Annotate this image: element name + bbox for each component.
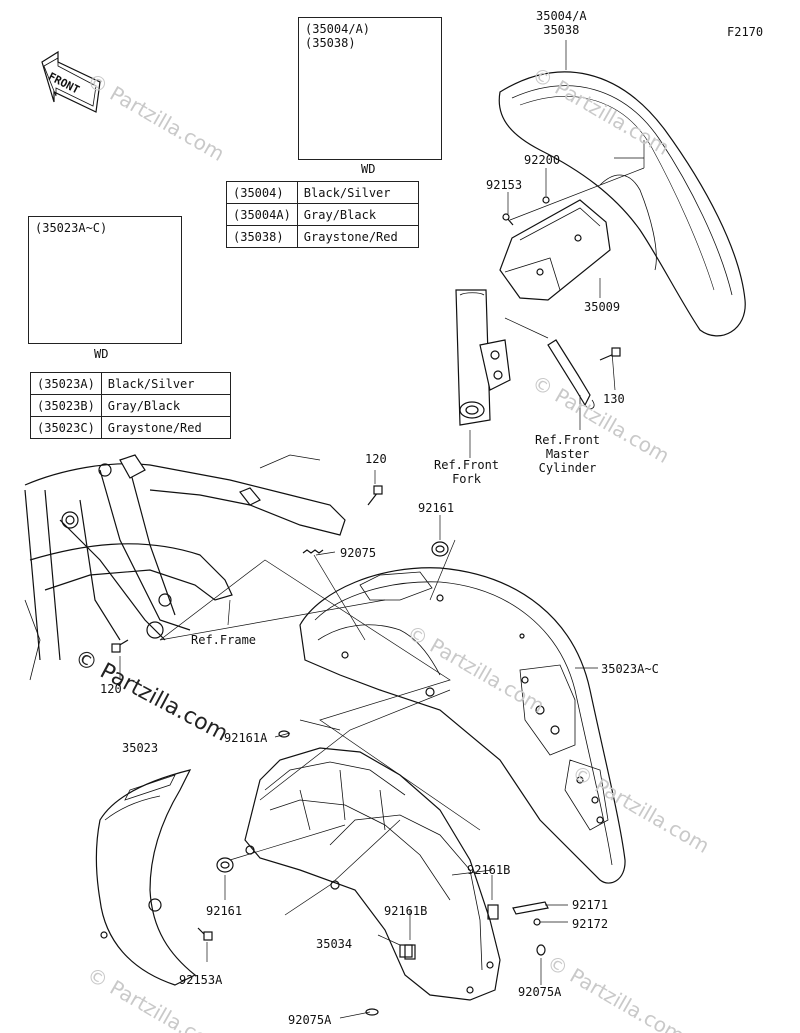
table-row: (35038) Graystone/Red: [226, 225, 419, 248]
table-row: (35023B) Gray/Black: [30, 394, 231, 417]
part-label-92171[interactable]: 92171: [572, 898, 609, 912]
part-label-92075a-left[interactable]: 92075A: [288, 1013, 332, 1027]
part-color: Black/Silver: [296, 181, 419, 204]
part-label-92161-top[interactable]: 92161: [418, 501, 455, 515]
part-label-92161b-right[interactable]: 92161B: [467, 863, 511, 877]
part-code: (35038): [226, 225, 298, 248]
part-label-92200[interactable]: 92200: [524, 153, 561, 167]
rear-fender-insert-box: (35023A~C): [28, 216, 182, 344]
part-label-92161a[interactable]: 92161A: [224, 731, 268, 745]
part-label-120-left[interactable]: 120: [100, 682, 122, 696]
part-label-92075a-right[interactable]: 92075A: [518, 985, 562, 999]
front-fender-insert-box: (35004/A) (35038): [298, 17, 442, 160]
front-fender-insert-caption: WD: [361, 162, 376, 176]
rear-inner-liner-shape: [244, 747, 501, 1001]
table-row: (35004) Black/Silver: [226, 181, 419, 204]
part-label-35004[interactable]: 35004/A 35038: [536, 9, 587, 37]
part-color: Black/Silver: [100, 372, 231, 395]
part-label-92153a[interactable]: 92153A: [179, 973, 223, 987]
rear-fender-shape: [299, 567, 626, 884]
table-row: (35023C) Graystone/Red: [30, 416, 231, 439]
part-label-35034[interactable]: 35034: [316, 937, 353, 951]
part-color: Gray/Black: [100, 394, 231, 417]
part-label-35023[interactable]: 35023: [122, 741, 159, 755]
front-fender-shape: [498, 71, 746, 337]
table-row: (35004A) Gray/Black: [226, 203, 419, 226]
rear-fender-insert-title: (35023A~C): [35, 221, 108, 235]
part-label-92075[interactable]: 92075: [340, 546, 377, 560]
part-color: Gray/Black: [296, 203, 419, 226]
part-color: Graystone/Red: [296, 225, 419, 248]
part-code: (35023C): [30, 416, 102, 439]
part-label-130[interactable]: 130: [603, 392, 625, 406]
leader-lines: [119, 40, 645, 1019]
front-fender-insert-title: (35004/A) (35038): [305, 22, 371, 50]
master-cylinder-clamp-shape: [547, 339, 595, 409]
part-code: (35004A): [226, 203, 298, 226]
frame-shape: [24, 454, 346, 681]
ref-frame-label[interactable]: Ref.Frame: [191, 633, 257, 647]
ref-front-fork-label[interactable]: Ref.Front Fork: [434, 458, 500, 486]
part-code: (35023A): [30, 372, 102, 395]
rear-fender-color-table: (35023A) Black/Silver (35023B) Gray/Blac…: [30, 372, 231, 439]
front-fender-bracket-shape: [499, 199, 611, 301]
part-label-92161-bottom[interactable]: 92161: [206, 904, 243, 918]
table-row: (35023A) Black/Silver: [30, 372, 231, 395]
diagram-id: F2170: [727, 25, 764, 39]
part-code: (35004): [226, 181, 298, 204]
part-label-92153[interactable]: 92153: [486, 178, 523, 192]
rear-side-cover-shape: [95, 769, 197, 986]
front-fender-color-table: (35004) Black/Silver (35004A) Gray/Black…: [226, 181, 419, 248]
front-arrow-icon: [41, 50, 101, 113]
part-label-35023a-c[interactable]: 35023A~C: [601, 662, 659, 676]
front-fork-shape: [455, 289, 511, 426]
rear-fender-insert-caption: WD: [94, 347, 109, 361]
fasteners: [111, 196, 621, 1016]
part-label-92172[interactable]: 92172: [572, 917, 609, 931]
part-code: (35023B): [30, 394, 102, 417]
part-label-35009[interactable]: 35009: [584, 300, 621, 314]
ref-front-master-cylinder-label[interactable]: Ref.Front Master Cylinder: [535, 433, 601, 475]
part-color: Graystone/Red: [100, 416, 231, 439]
part-label-120-top[interactable]: 120: [365, 452, 387, 466]
part-label-92161b-mid[interactable]: 92161B: [384, 904, 428, 918]
